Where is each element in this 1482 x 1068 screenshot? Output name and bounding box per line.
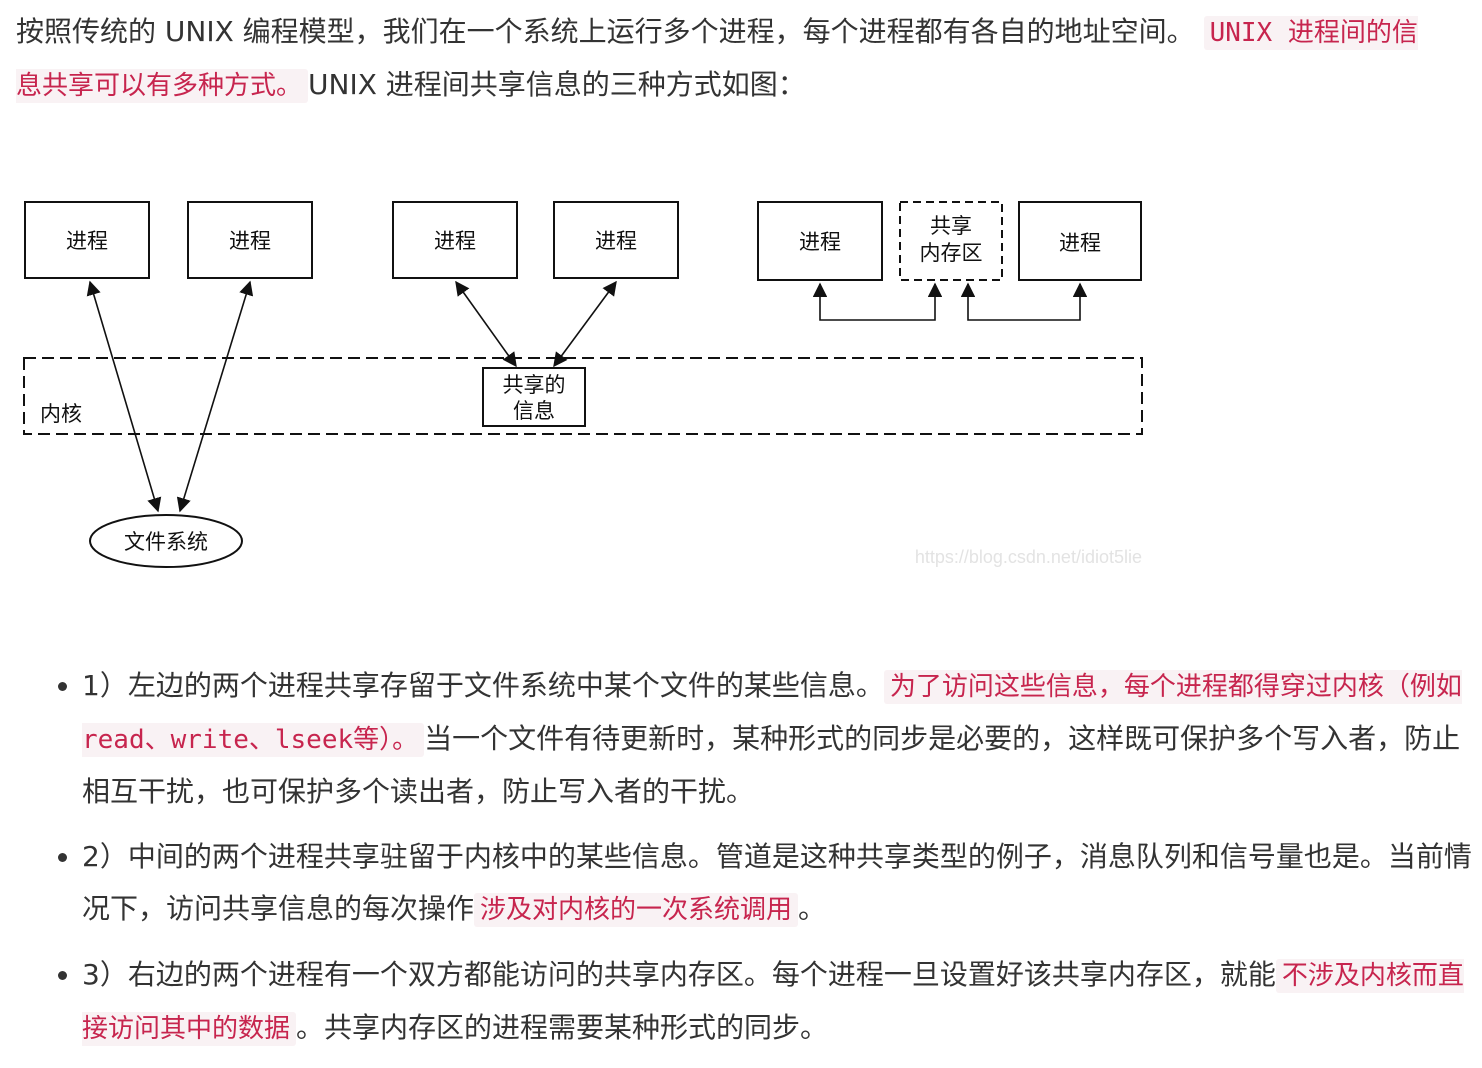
point-text: 当一个文件有待更新时，某种形式的同步是必要的，这样既可保护多个写入者，防止相互干… [82, 722, 1461, 808]
shared-info-label-line2: 信息 [513, 399, 555, 423]
shared-info-box: 共享的 信息 [482, 367, 586, 427]
list-item: 2）中间的两个进程共享驻留于内核中的某些信息。管道是这种共享类型的例子，消息队列… [82, 831, 1482, 936]
process-label: 进程 [1059, 231, 1101, 255]
process-box-left-1: 进程 [24, 201, 150, 279]
filesystem-ellipse: 文件系统 [89, 514, 243, 568]
process-label: 进程 [595, 229, 637, 253]
shared-memory-label-line2: 内存区 [920, 241, 983, 265]
watermark: https://blog.csdn.net/idiot5lie [915, 547, 1142, 567]
intro-paragraph: 按照传统的 UNIX 编程模型，我们在一个系统上运行多个进程，每个进程都有各自的… [16, 6, 1440, 112]
explanation-list: 1）左边的两个进程共享存留于文件系统中某个文件的某些信息。为了访问这些信息，每个… [38, 660, 1482, 1068]
connector-right-1-shared-memory [812, 282, 943, 321]
arrow-middle-1-shared-info [455, 280, 517, 368]
process-box-middle-2: 进程 [553, 201, 679, 279]
process-box-left-2: 进程 [187, 201, 313, 279]
intro-text-2: UNIX 进程间共享信息的三种方式如图： [308, 68, 806, 101]
kernel-label: 内核 [40, 402, 82, 426]
filesystem-label: 文件系统 [124, 530, 208, 554]
process-label: 进程 [229, 229, 271, 253]
point-text: 。共享内存区的进程需要某种形式的同步。 [296, 1011, 829, 1044]
shared-memory-label-line1: 共享 [930, 214, 972, 238]
point-text: 2）中间的两个进程共享驻留于内核中的某些信息。管道是这种共享类型的例子，消息队列… [82, 840, 1472, 925]
process-box-right-1: 进程 [757, 201, 883, 281]
list-item: 3）右边的两个进程有一个双方都能访问的共享内存区。每个进程一旦设置好该共享内存区… [82, 949, 1482, 1055]
ipc-diagram: 进程 进程 进程 进程 进程 进程 共享 内存区 [23, 201, 1143, 568]
point-text: 3）右边的两个进程有一个双方都能访问的共享内存区。每个进程一旦设置好该共享内存区… [82, 958, 1276, 991]
point-text: 1）左边的两个进程共享存留于文件系统中某个文件的某些信息。 [82, 669, 884, 702]
process-label: 进程 [799, 230, 841, 254]
arrow-left-1-filesystem [86, 280, 162, 513]
shared-info-label-line1: 共享的 [503, 373, 566, 397]
connector-right-2-shared-memory [960, 282, 1088, 321]
arrow-left-2-filesystem [176, 280, 254, 513]
process-box-right-2: 进程 [1018, 201, 1142, 281]
intro-text-1: 按照传统的 UNIX 编程模型，我们在一个系统上运行多个进程，每个进程都有各自的… [16, 15, 1195, 48]
point-highlight: 涉及对内核的一次系统调用 [474, 893, 799, 927]
point-text: 。 [798, 892, 827, 925]
process-box-middle-1: 进程 [392, 201, 518, 279]
shared-memory-box: 共享 内存区 [899, 201, 1003, 281]
arrow-middle-2-shared-info [553, 280, 617, 368]
list-item: 1）左边的两个进程共享存留于文件系统中某个文件的某些信息。为了访问这些信息，每个… [82, 660, 1482, 818]
process-label: 进程 [434, 229, 476, 253]
process-label: 进程 [66, 229, 108, 253]
